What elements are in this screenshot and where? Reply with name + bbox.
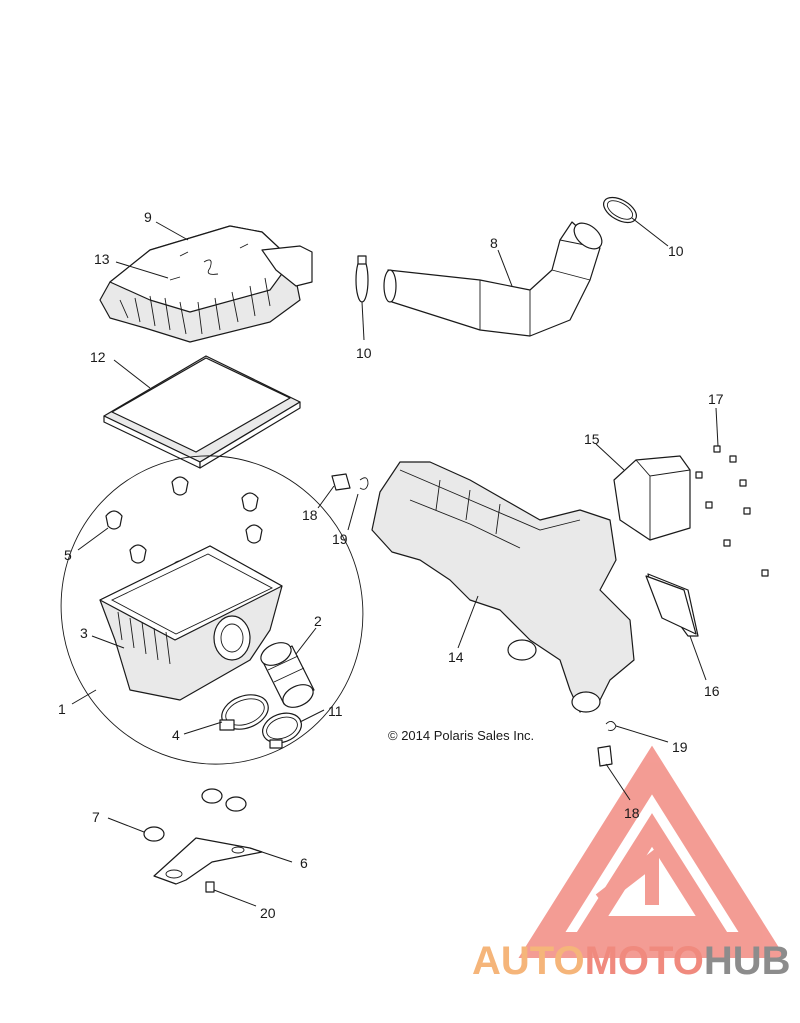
callout-6: 6: [300, 855, 308, 871]
screws: [695, 445, 769, 577]
callout-3: 3: [80, 625, 88, 641]
copyright-notice: © 2014 Polaris Sales Inc.: [388, 728, 534, 743]
grommets: [143, 788, 247, 842]
callout-1: 1: [58, 701, 66, 717]
bolt-20: [205, 881, 215, 893]
air-filter: [103, 355, 301, 469]
callout-10-right: 10: [668, 243, 684, 259]
callout-9: 9: [144, 209, 152, 225]
clip-19-upper: [359, 477, 369, 490]
callout-18-lower: 18: [624, 805, 640, 821]
callout-4: 4: [172, 727, 180, 743]
watermark-moto: MOTO: [585, 939, 704, 983]
watermark-hub: HUB: [704, 939, 791, 983]
callout-12: 12: [90, 349, 106, 365]
fitting-18-lower: [597, 745, 613, 767]
callout-8: 8: [490, 235, 498, 251]
callout-14: 14: [448, 649, 464, 665]
callout-16: 16: [704, 683, 720, 699]
fitting-18-upper: [331, 473, 351, 491]
callout-18-upper: 18: [302, 507, 318, 523]
hose-clamp-10-right: [603, 196, 637, 224]
callout-2: 2: [314, 613, 322, 629]
watermark-auto: AUTO: [472, 939, 585, 983]
panel-plate: [645, 573, 699, 637]
airbox-base: [99, 545, 283, 701]
callout-10-left: 10: [356, 345, 372, 361]
airbox-cover: [99, 225, 313, 343]
clip-19-lower: [605, 721, 617, 731]
callout-19-lower: 19: [672, 739, 688, 755]
callout-15: 15: [584, 431, 600, 447]
watermark-logo: [518, 745, 786, 958]
callout-5: 5: [64, 547, 72, 563]
hose-clamp-10-left: [355, 255, 369, 303]
cvt-intake-housing: [371, 461, 635, 713]
intake-duct: [383, 221, 603, 337]
callout-19-upper: 19: [332, 531, 348, 547]
foam-filter: [613, 455, 691, 541]
callout-20: 20: [260, 905, 276, 921]
callout-17: 17: [708, 391, 724, 407]
leader-lines: [71, 217, 719, 907]
callout-13: 13: [94, 251, 110, 267]
callout-7: 7: [92, 809, 100, 825]
callout-11: 11: [328, 703, 343, 719]
assembly-group-ellipse: [60, 455, 364, 765]
coupler-boot: [260, 642, 315, 708]
hose-clamp-4: [219, 694, 269, 731]
watermark-text: AUTOMOTOHUB: [472, 939, 791, 983]
callout-labels: 9 13 8 10 10 12 17 15 18 19 5 3 2 14 16 …: [58, 209, 724, 921]
mounting-bracket: [153, 837, 263, 885]
